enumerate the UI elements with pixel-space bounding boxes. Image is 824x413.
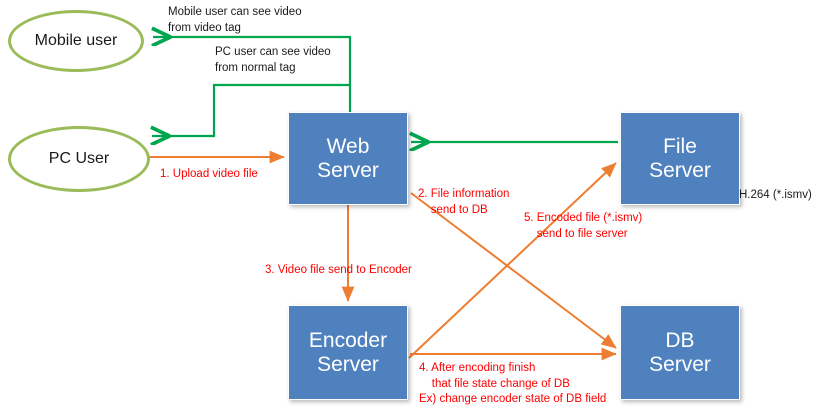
flow-web-to-pc-user [152, 83, 350, 136]
node-web-server-line2: Server [317, 158, 379, 182]
flow-web-to-mobile-user [153, 37, 352, 112]
node-encoder-server[interactable]: Encoder Server [288, 305, 408, 400]
actor-pc-user[interactable]: PC User [8, 126, 150, 192]
node-file-server-line1: File [663, 134, 697, 158]
note-mobile-user-video-tag: Mobile user can see video from video tag [168, 6, 302, 34]
node-encoder-server-line2: Server [317, 352, 379, 376]
flow-file-information-to-db [410, 192, 617, 349]
node-db-server[interactable]: DB Server [620, 305, 740, 400]
node-file-server[interactable]: File Server [620, 112, 740, 205]
label-step-5-encoded-file: 5. Encoded file (*.ismv) send to file se… [524, 212, 643, 240]
node-encoder-server-line1: Encoder [308, 328, 388, 352]
label-step-2-file-information: 2. File information send to DB [418, 188, 510, 216]
label-codec-format: H.264 (*.ismv) [739, 189, 812, 201]
label-step-3-video-file-send: 3. Video file send to Encoder [265, 264, 412, 276]
node-file-server-line2: Server [649, 158, 711, 182]
actor-mobile-user-line1: Mobile [34, 32, 82, 50]
flow-encoded-file-to-file-server [408, 162, 617, 359]
node-web-server-line1: Web [326, 134, 370, 158]
actor-mobile-user[interactable]: Mobile user [8, 10, 144, 72]
node-db-server-line2: Server [649, 352, 711, 376]
node-web-server[interactable]: Web Server [288, 112, 408, 205]
note-pc-user-normal-tag: PC user can see video from normal tag [215, 46, 331, 74]
label-step-4-after-encoding: 4. After encoding finish that file state… [419, 362, 607, 406]
actor-mobile-user-line2: user [86, 32, 118, 50]
actor-pc-user-line1: PC User [48, 150, 110, 168]
label-step-1-upload-video-file: 1. Upload video file [160, 168, 258, 180]
node-db-server-line1: DB [665, 328, 695, 352]
